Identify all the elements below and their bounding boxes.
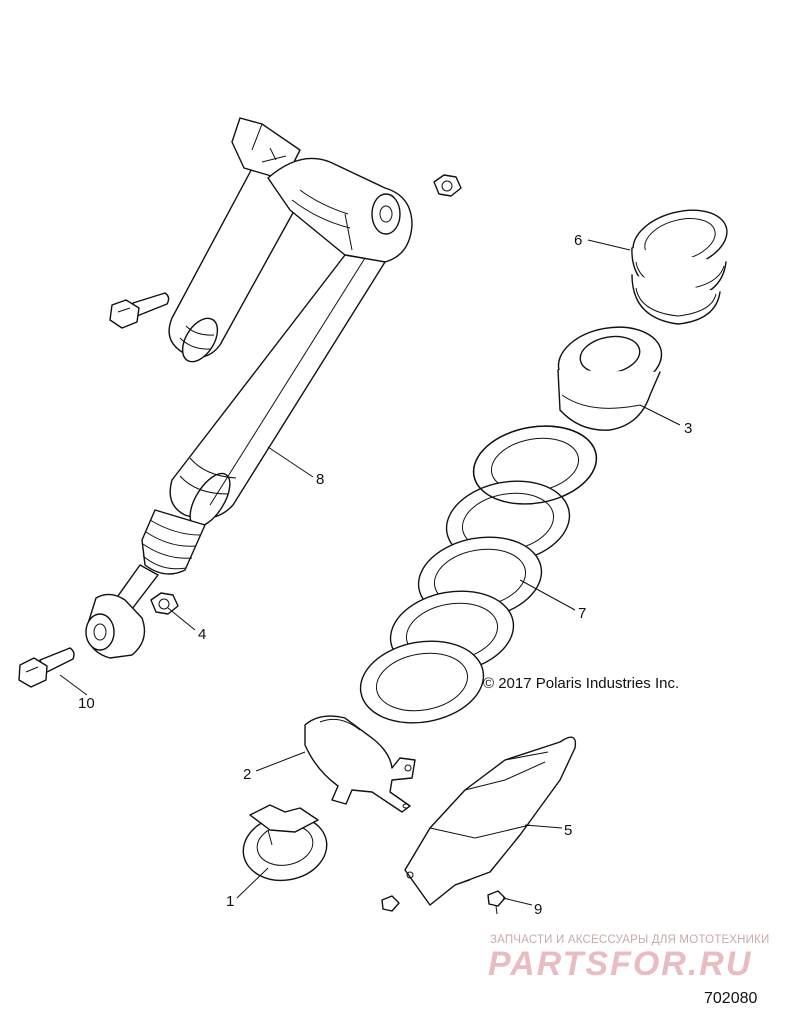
spring-seat-part xyxy=(557,326,663,431)
shock-absorber-part xyxy=(85,117,413,659)
push-rivet-lower xyxy=(381,895,400,912)
shock-bump-stop xyxy=(141,509,206,575)
nut-upper xyxy=(433,174,462,197)
shock-body-tube xyxy=(169,254,386,528)
callout-labels: 1 2 3 4 5 6 7 8 9 10 xyxy=(78,232,692,918)
svg-text:PARTSFOR.RU: PARTSFOR.RU xyxy=(488,945,752,983)
copyright-notice: © 2017 Polaris Industries Inc. xyxy=(483,675,680,692)
leader-lines xyxy=(59,239,681,906)
callout-3: 3 xyxy=(684,420,692,437)
spring-retainer-part xyxy=(242,804,328,882)
reservoir-canister xyxy=(168,147,311,363)
callout-9: 9 xyxy=(534,901,542,918)
bracket-part xyxy=(304,715,416,813)
watermark-subtitle: ЗАПЧАСТИ И АКСЕССУАРЫ ДЛЯ МОТОТЕХНИКИ xyxy=(490,934,770,946)
callout-8: 8 xyxy=(316,471,324,488)
callout-4: 4 xyxy=(198,626,206,643)
push-rivet-part xyxy=(487,890,506,915)
shock-bottom-eye xyxy=(85,593,146,659)
watermark-logo: PARTSFOR.RU xyxy=(488,945,752,983)
callout-6: 6 xyxy=(574,232,582,249)
small-spring-part xyxy=(631,209,728,325)
bolt-part xyxy=(18,647,75,688)
callout-10: 10 xyxy=(78,695,95,712)
shock-top-mount xyxy=(267,157,413,263)
large-spring-part xyxy=(359,425,598,724)
bolt-upper xyxy=(109,292,170,329)
callout-1: 1 xyxy=(226,893,234,910)
diagram-number: 702080 xyxy=(704,990,758,1007)
shock-guard-part xyxy=(404,736,577,906)
callout-5: 5 xyxy=(564,822,572,839)
nut-part xyxy=(150,592,179,615)
callout-2: 2 xyxy=(243,766,251,783)
callout-7: 7 xyxy=(578,605,586,622)
